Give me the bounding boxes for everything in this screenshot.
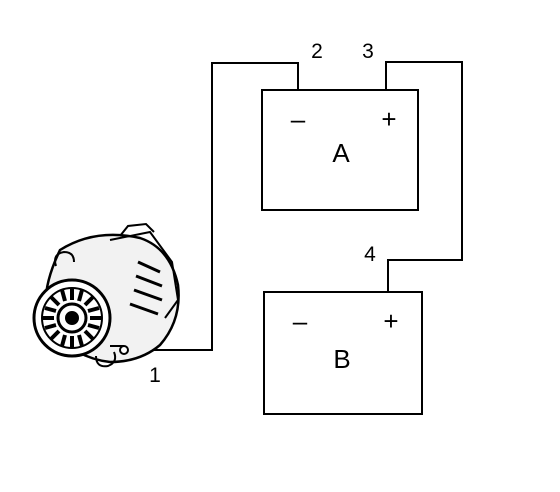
battery-b-label: B <box>333 344 350 374</box>
wire-battery-a-positive-to-battery-b-positive <box>385 61 463 292</box>
battery-b-positive-sign: + <box>383 306 398 336</box>
wire-alternator-to-battery-a-negative <box>128 62 299 351</box>
terminal-label-4: 4 <box>364 243 376 266</box>
battery-a: – + A <box>261 89 419 211</box>
alternator-icon <box>32 222 180 368</box>
battery-b-negative-sign: – <box>293 306 308 336</box>
battery-a-label: A <box>332 138 350 168</box>
terminal-label-1: 1 <box>149 364 161 387</box>
battery-a-negative-sign: – <box>291 104 306 134</box>
terminal-label-2: 2 <box>311 40 323 63</box>
battery-b-case <box>263 291 423 415</box>
battery-a-positive-sign: + <box>381 104 396 134</box>
battery-a-case <box>261 89 419 211</box>
terminal-label-3: 3 <box>362 40 374 63</box>
battery-b: – + B <box>263 291 423 415</box>
